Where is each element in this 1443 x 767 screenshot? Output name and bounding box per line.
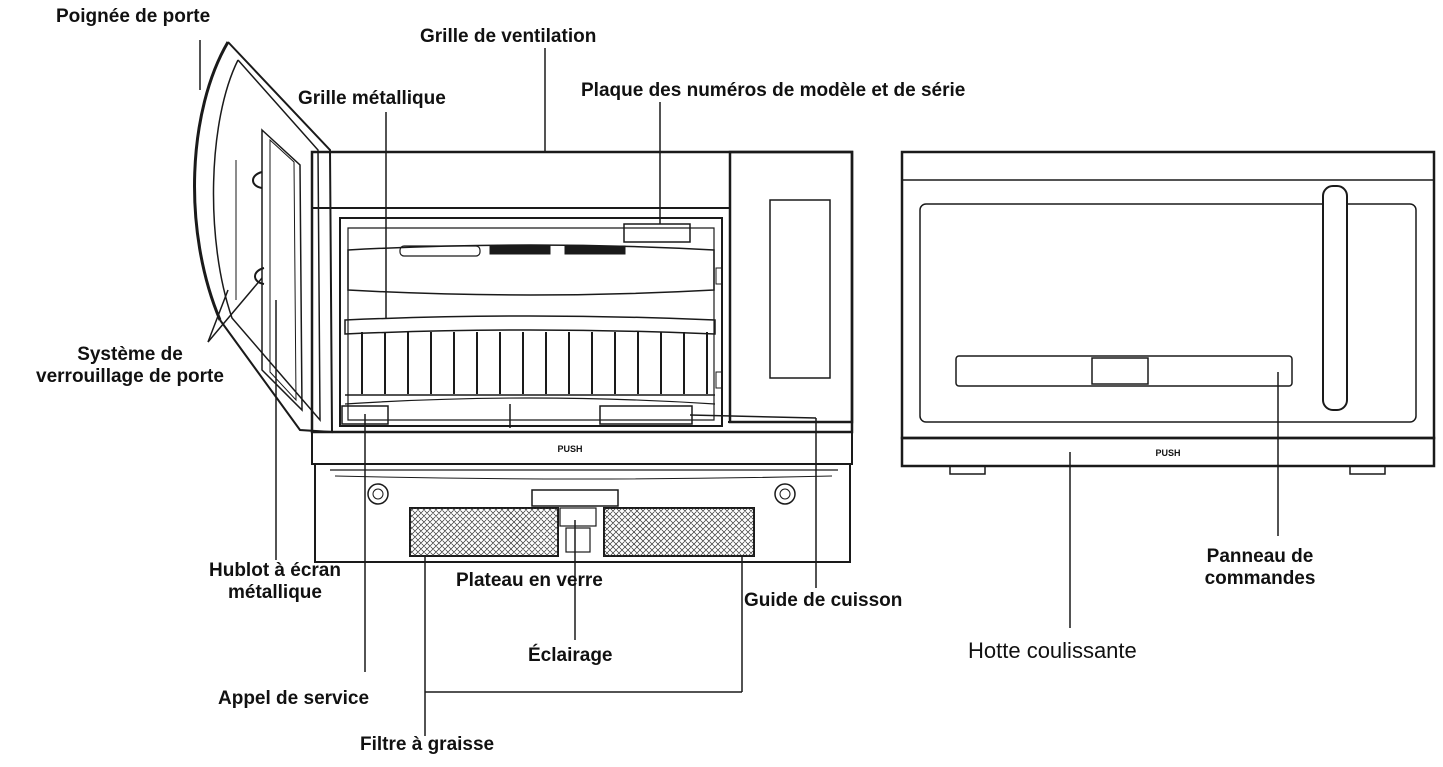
push-label-left: PUSH — [557, 444, 582, 454]
label-window-line1: Hublot à écran — [209, 560, 341, 581]
label-window: Hublot à écran métallique — [170, 560, 380, 604]
push-label-right: PUSH — [1155, 448, 1180, 458]
label-control-panel-line1: Panneau de — [1206, 546, 1314, 567]
label-window-line2: métallique — [228, 582, 322, 603]
label-control-panel-line2: commandes — [1204, 568, 1316, 589]
label-door-handle: Poignée de porte — [56, 6, 211, 27]
label-door-lock: Système de verrouillage de porte — [10, 344, 250, 388]
label-door-lock-line1: Système de — [77, 344, 183, 365]
label-sliding-hood: Hotte coulissante — [968, 638, 1137, 663]
label-model-plate: Plaque des numéros de modèle et de série — [581, 80, 966, 101]
label-door-lock-line2: verrouillage de porte — [36, 366, 224, 387]
label-grease-filter: Filtre à graisse — [360, 734, 495, 755]
rack-bars — [361, 332, 708, 394]
label-control-panel: Panneau de commandes — [1160, 546, 1360, 590]
label-vent-grille: Grille de ventilation — [420, 26, 597, 47]
label-metal-rack: Grille métallique — [298, 88, 446, 109]
hood-underside — [314, 463, 851, 563]
label-lighting: Éclairage — [528, 645, 613, 666]
label-glass-tray: Plateau en verre — [456, 570, 603, 591]
label-service-call: Appel de service — [218, 688, 370, 709]
label-cooking-guide: Guide de cuisson — [744, 590, 903, 611]
open-door — [193, 41, 334, 434]
leader-lines — [199, 40, 1279, 736]
closed-microwave — [900, 150, 1436, 475]
